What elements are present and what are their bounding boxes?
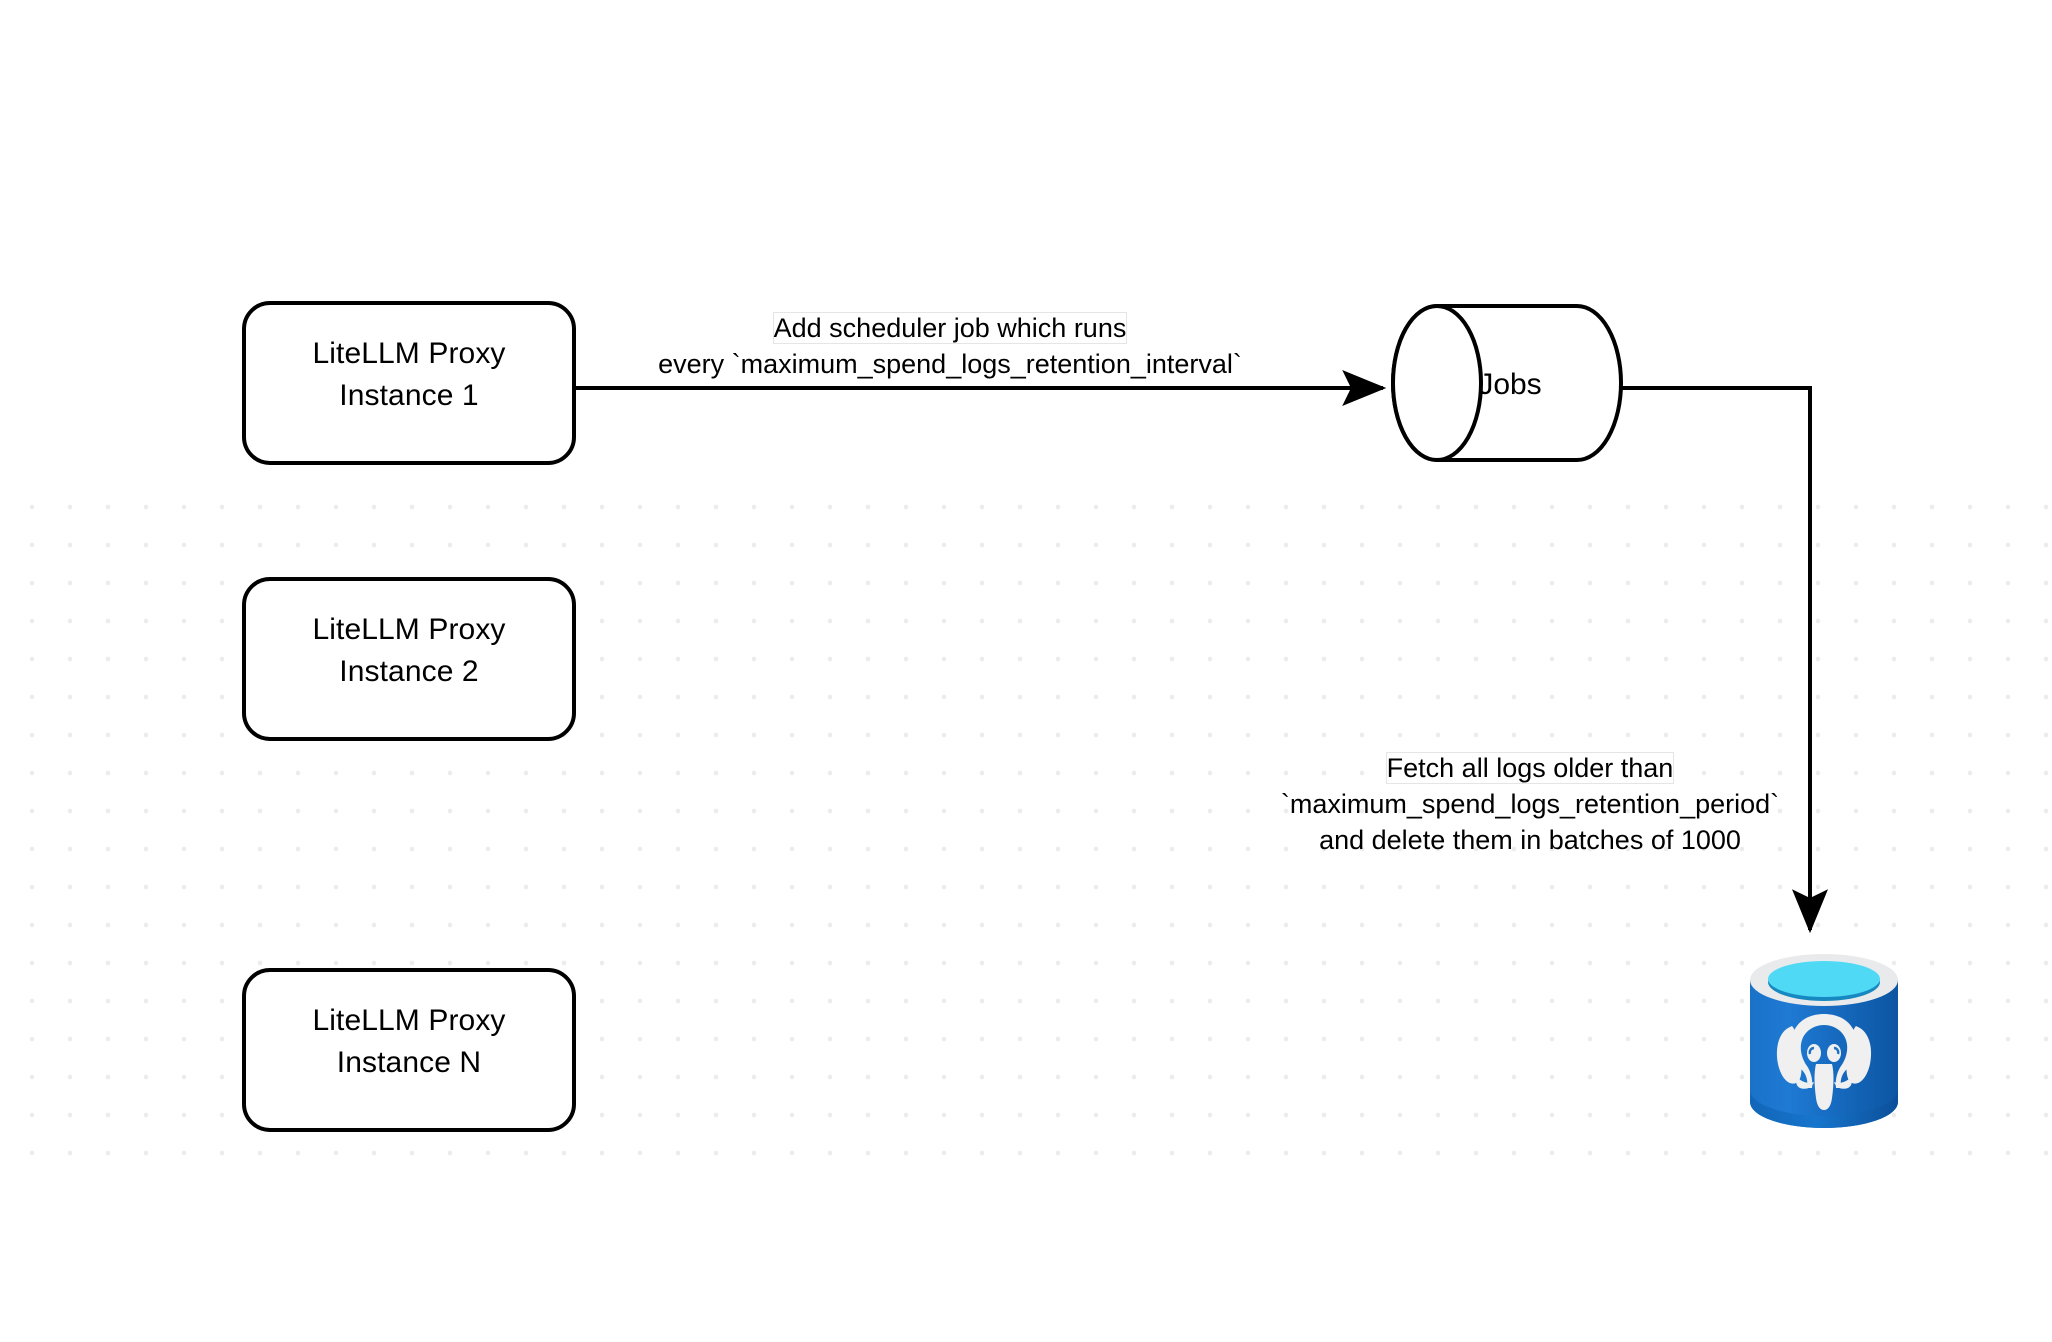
postgresql-database-icon	[1750, 954, 1898, 1128]
jobs-cylinder-label: Jobs	[1478, 368, 1542, 401]
edge-jobs-to-database	[1621, 386, 1828, 934]
proxy-instance-2-shape[interactable]	[242, 577, 576, 741]
proxy-instance-1-shape[interactable]	[242, 301, 576, 465]
edge-label-scheduler-line1: Add scheduler job which runs	[773, 313, 1127, 343]
postgres-database-node[interactable]	[1744, 952, 1904, 1137]
jobs-cylinder-shape[interactable]	[1391, 304, 1623, 462]
edge-label-fetch-line2: `maximum_spend_logs_retention_period`	[1280, 789, 1780, 819]
edge-label-scheduler-line2: every `maximum_spend_logs_retention_inte…	[658, 349, 1242, 379]
edge-label-scheduler: Add scheduler job which runs every `maxim…	[590, 310, 1310, 382]
edge-label-fetch-line3: and delete them in batches of 1000	[1319, 825, 1741, 855]
edge-label-fetch-line1: Fetch all logs older than	[1386, 753, 1674, 783]
proxy-instance-3-shape[interactable]	[242, 968, 576, 1132]
edge-label-fetch: Fetch all logs older than `maximum_spend_…	[1230, 750, 1830, 858]
elephant-outline	[1808, 1046, 1840, 1055]
